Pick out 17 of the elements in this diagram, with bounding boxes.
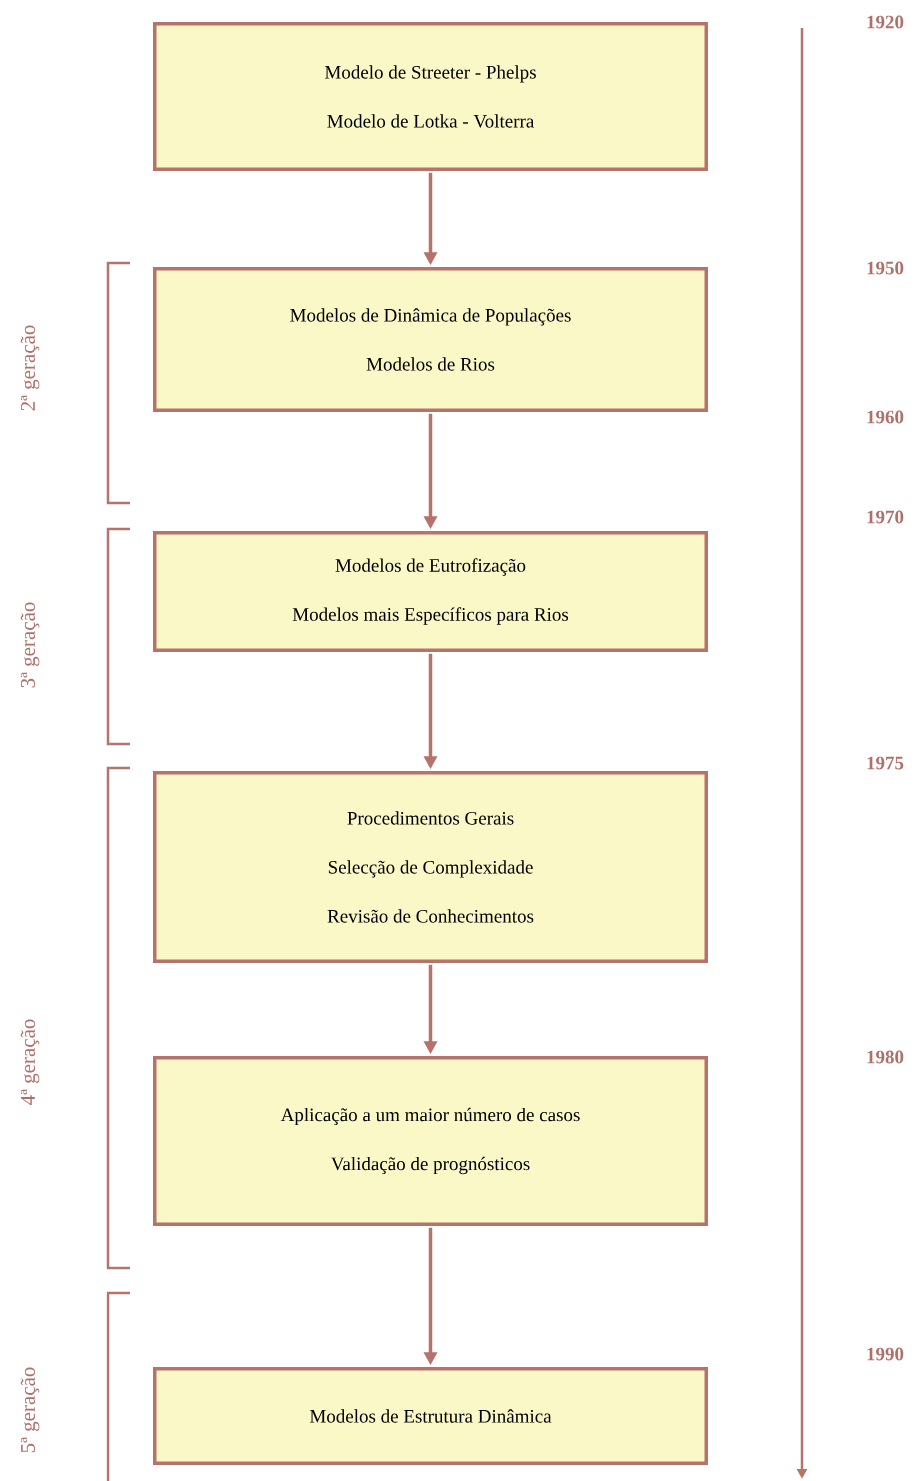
process-box: Aplicação a um maior número de casos Validação de prognósticos <box>153 1056 708 1226</box>
year-label: 1970 <box>867 510 904 524</box>
year-label: 1990 <box>867 1347 904 1361</box>
process-box: Modelos de Estrutura Dinâmica <box>153 1367 708 1465</box>
process-box: Modelo de Streeter - Phelps Modelo de Lotka - Volterra <box>153 22 708 171</box>
generation-label: 5ª geração <box>20 1367 40 1453</box>
year-label: 1950 <box>867 261 904 275</box>
year-label: 1920 <box>867 15 904 29</box>
year-label: 1975 <box>867 756 904 770</box>
generation-label: 3ª geração <box>20 602 40 688</box>
generation-label: 4ª geração <box>20 1019 40 1105</box>
process-box: Procedimentos Gerais Selecção de Complexidade Revisão de Conhecimentos <box>153 771 708 963</box>
year-label: 1980 <box>867 1050 904 1064</box>
year-label: 1960 <box>867 410 904 424</box>
process-box: Modelos de Eutrofização Modelos mais Específicos para Rios <box>153 531 708 652</box>
process-box: Modelos de Dinâmica de Populações Modelos de Rios <box>153 267 708 412</box>
generation-label: 2ª geração <box>20 325 40 411</box>
